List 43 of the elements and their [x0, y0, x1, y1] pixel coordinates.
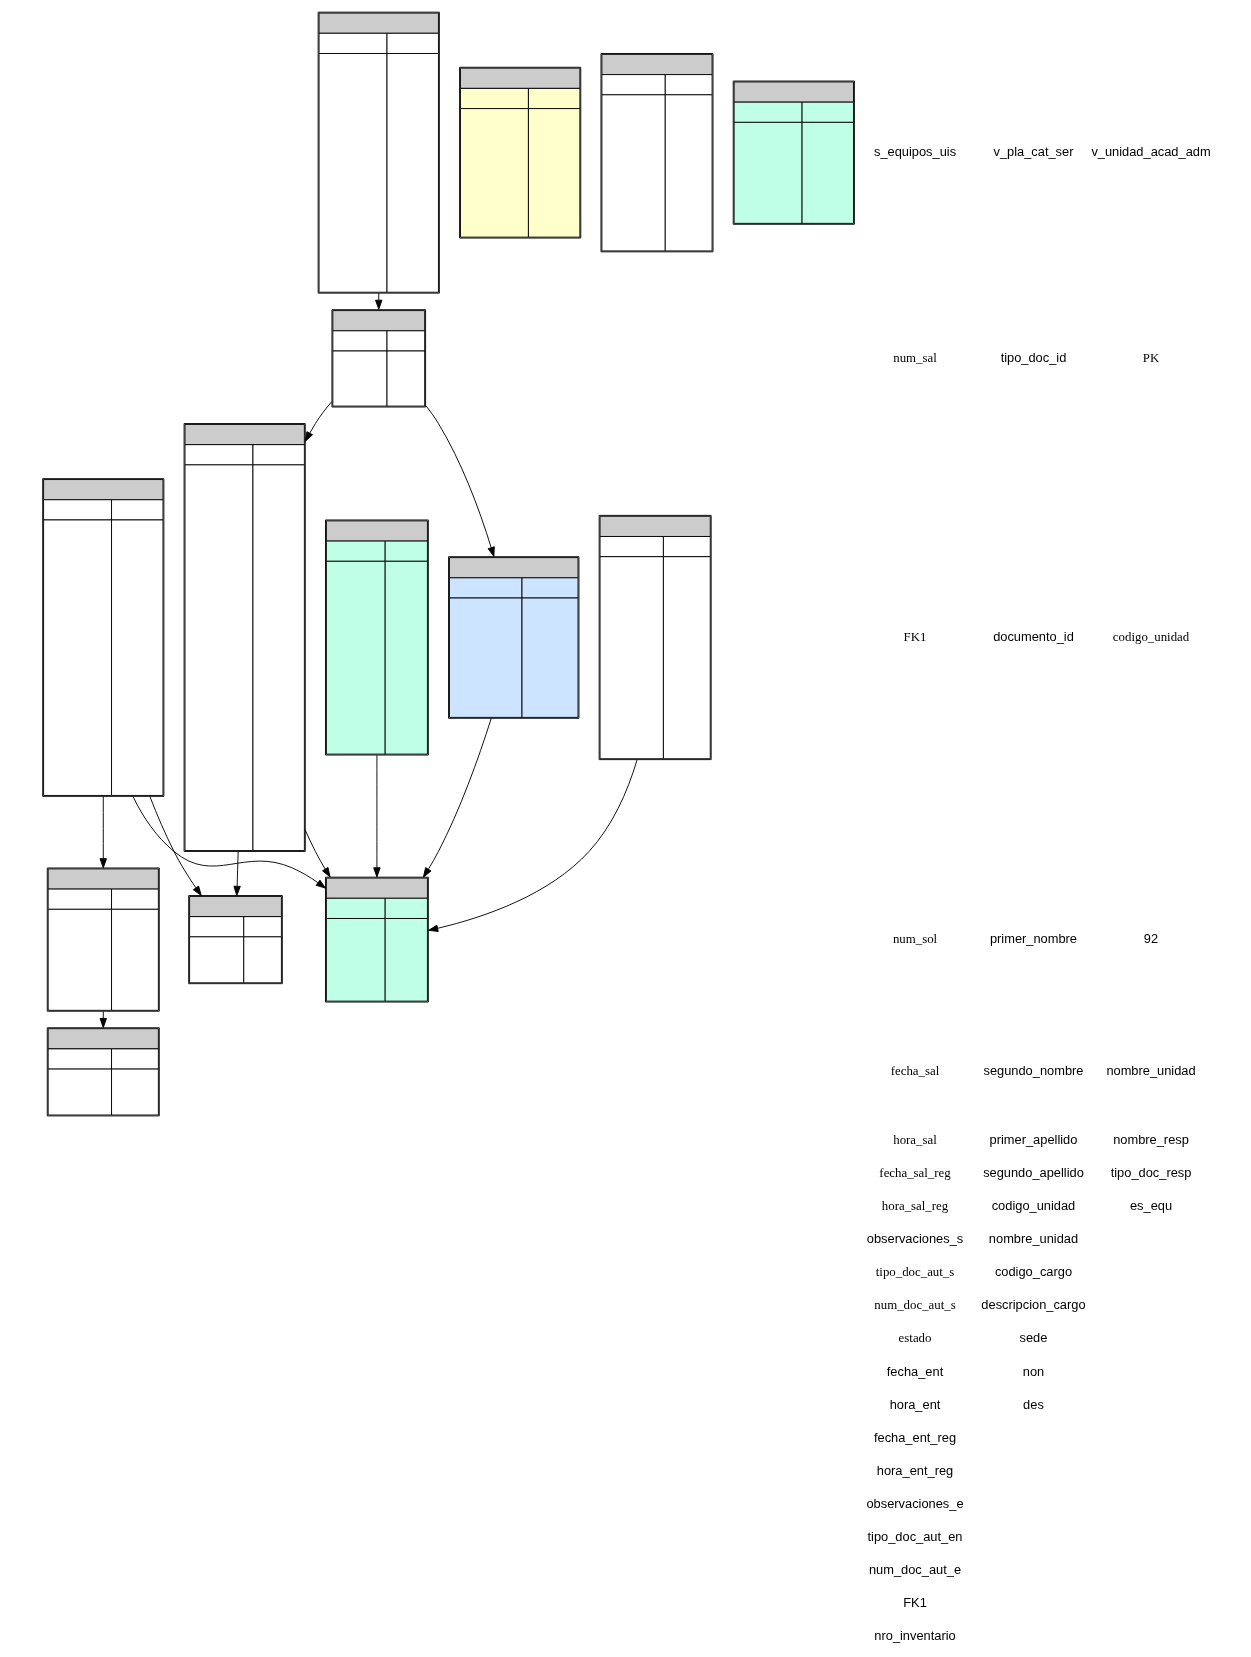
label: descripcion_cargo: [980, 1297, 1086, 1313]
label: PK: [1142, 350, 1159, 365]
label: estado: [898, 1331, 931, 1346]
label: num_doc_aut_e: [868, 1561, 961, 1577]
label: documento_id: [992, 628, 1074, 644]
label: primer_nombre: [989, 931, 1077, 947]
label: primer_apellido: [989, 1132, 1077, 1148]
label: des: [1022, 1396, 1044, 1412]
label: FK1: [903, 629, 926, 644]
label: 92: [1143, 931, 1158, 947]
label: codigo_unidad: [991, 1198, 1075, 1214]
label: nombre_resp: [1112, 1132, 1189, 1148]
label: codigo_unidad: [1112, 629, 1189, 644]
label: num_sal: [892, 350, 937, 365]
label: nombre_unidad: [1105, 1063, 1196, 1079]
label: codigo_cargo: [994, 1264, 1072, 1280]
label: segundo_nombre: [982, 1063, 1083, 1079]
label: tipo_doc_id: [1000, 349, 1066, 365]
label: segundo_apellido: [982, 1165, 1084, 1181]
label: es_equ: [1129, 1198, 1172, 1214]
label: fecha_sal_reg: [878, 1166, 951, 1181]
label: nombre_unidad: [988, 1231, 1078, 1247]
label: non: [1022, 1363, 1044, 1379]
label: hora_sal_reg: [881, 1199, 948, 1214]
label: v_pla_cat_ser: [993, 144, 1073, 160]
label: sede: [1019, 1330, 1047, 1346]
label: tipo_doc_aut_en: [867, 1528, 963, 1544]
label: observaciones_e: [865, 1495, 964, 1511]
label: observaciones_s: [866, 1231, 963, 1247]
label: fecha_sal: [890, 1064, 939, 1079]
label: num_sol: [892, 932, 937, 947]
label: s_equipos_uis: [873, 144, 956, 160]
label: hora_ent: [889, 1396, 940, 1412]
label: v_unidad_acad_adm: [1090, 144, 1211, 160]
label: hora_sal: [892, 1133, 937, 1148]
label: nro_inventario: [873, 1627, 956, 1643]
label: hora_ent_reg: [876, 1462, 953, 1478]
label: tipo_doc_resp: [1110, 1165, 1191, 1181]
label: FK1: [902, 1594, 927, 1610]
label: fecha_ent: [886, 1363, 943, 1379]
label: fecha_ent_reg: [873, 1429, 956, 1445]
label: tipo_doc_aut_s: [875, 1265, 954, 1280]
label: num_doc_aut_s: [873, 1298, 956, 1313]
